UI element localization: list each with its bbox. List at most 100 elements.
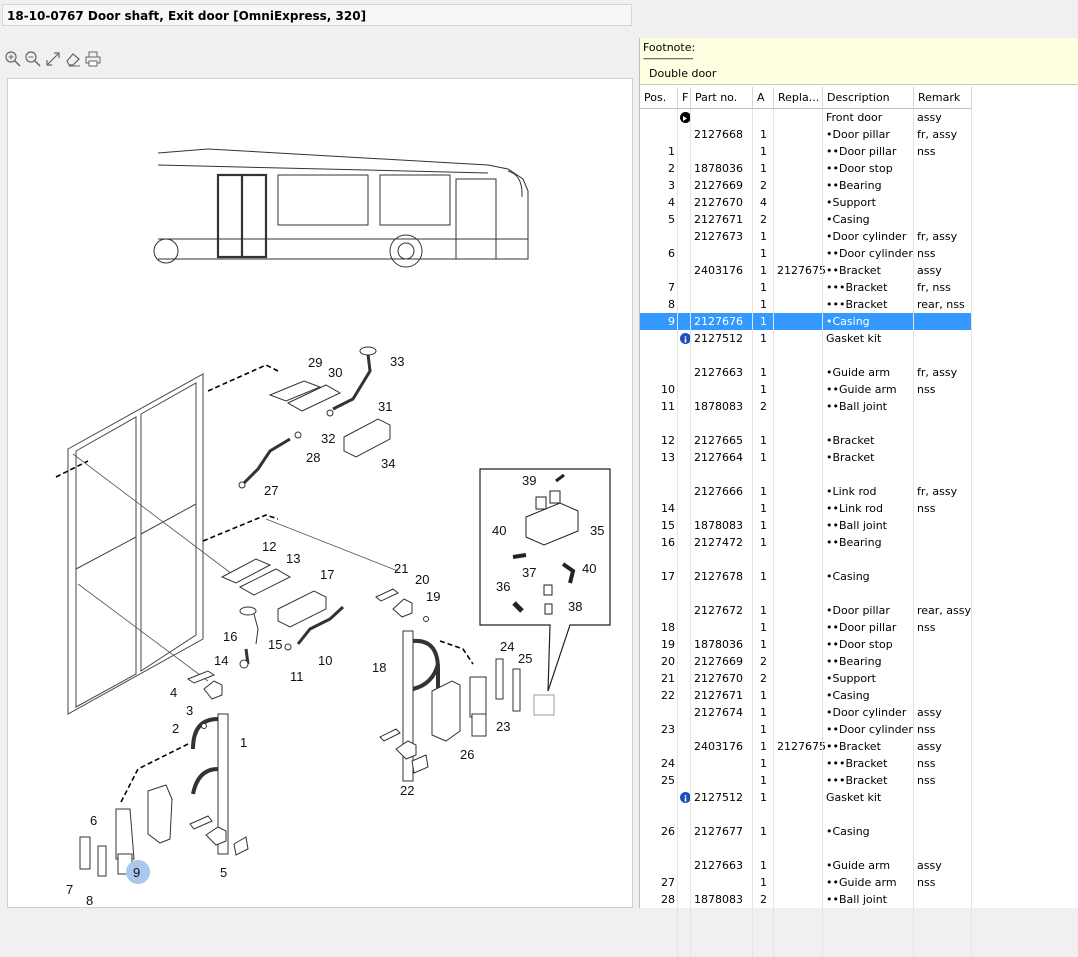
callout-23[interactable]: 23	[496, 719, 510, 734]
callout-39[interactable]: 39	[522, 473, 536, 488]
callout-4[interactable]: 4	[170, 685, 177, 700]
callout-31[interactable]: 31	[378, 399, 392, 414]
arrow-right-icon[interactable]	[680, 112, 691, 123]
callout-7[interactable]: 7	[66, 882, 73, 897]
callout-40[interactable]: 40	[492, 523, 506, 538]
column-header-a[interactable]: A	[753, 87, 774, 109]
cell-part	[694, 772, 750, 789]
zoom-out-icon[interactable]	[24, 50, 42, 68]
callout-3[interactable]: 3	[186, 703, 193, 718]
callout-8[interactable]: 8	[86, 893, 93, 908]
callout-30[interactable]: 30	[328, 365, 342, 380]
callout-19[interactable]: 19	[426, 589, 440, 604]
cell-pos: 25	[661, 774, 675, 787]
callout-10[interactable]: 10	[318, 653, 332, 668]
fit-to-window-icon[interactable]	[44, 50, 62, 68]
callout-21[interactable]: 21	[394, 561, 408, 576]
callout-37[interactable]: 37	[522, 565, 536, 580]
callout-27[interactable]: 27	[264, 483, 278, 498]
callout-9[interactable]: 9	[133, 865, 140, 880]
callout-14[interactable]: 14	[214, 653, 228, 668]
callout-28[interactable]: 28	[306, 450, 320, 465]
callout-40-second[interactable]: 40	[582, 561, 596, 576]
eraser-icon[interactable]	[64, 50, 82, 68]
column-header-desc[interactable]: Description	[823, 87, 914, 109]
callout-24[interactable]: 24	[500, 639, 514, 654]
column-header-f[interactable]: F	[678, 87, 691, 109]
callout-18[interactable]: 18	[372, 660, 386, 675]
callout-29[interactable]: 29	[308, 355, 322, 370]
callout-32[interactable]: 32	[321, 431, 335, 446]
zoom-in-icon[interactable]	[4, 50, 22, 68]
print-icon[interactable]	[84, 50, 102, 68]
callout-6[interactable]: 6	[90, 813, 97, 828]
callout-36[interactable]: 36	[496, 579, 510, 594]
flag-cell	[681, 670, 688, 687]
callout-33[interactable]: 33	[390, 354, 404, 369]
callout-12[interactable]: 12	[262, 539, 276, 554]
callout-38[interactable]: 38	[568, 599, 582, 614]
callout-20[interactable]: 20	[415, 572, 429, 587]
callout-16[interactable]: 16	[223, 629, 237, 644]
callout-25[interactable]: 25	[518, 651, 532, 666]
callout-11[interactable]: 11	[290, 669, 304, 684]
callout-13[interactable]: 13	[286, 551, 300, 566]
callout-15[interactable]: 15	[268, 637, 282, 652]
column-header-part[interactable]: Part no.	[691, 87, 753, 109]
callout-2[interactable]: 2	[172, 721, 179, 736]
cell-remark	[917, 466, 969, 483]
column-header-remark[interactable]: Remark	[914, 87, 972, 109]
info-icon[interactable]	[680, 333, 691, 344]
column-header-pos[interactable]: Pos.	[640, 87, 678, 109]
callout-26[interactable]: 26	[460, 747, 474, 762]
callout-17[interactable]: 17	[320, 567, 334, 582]
column-header-repl[interactable]: Repla...	[774, 87, 823, 109]
callout-22[interactable]: 22	[400, 783, 414, 798]
callout-34[interactable]: 34	[381, 456, 395, 471]
callout-35[interactable]: 35	[590, 523, 604, 538]
callout-1[interactable]: 1	[240, 735, 247, 750]
callout-5[interactable]: 5	[220, 865, 227, 880]
info-icon[interactable]	[680, 792, 691, 803]
